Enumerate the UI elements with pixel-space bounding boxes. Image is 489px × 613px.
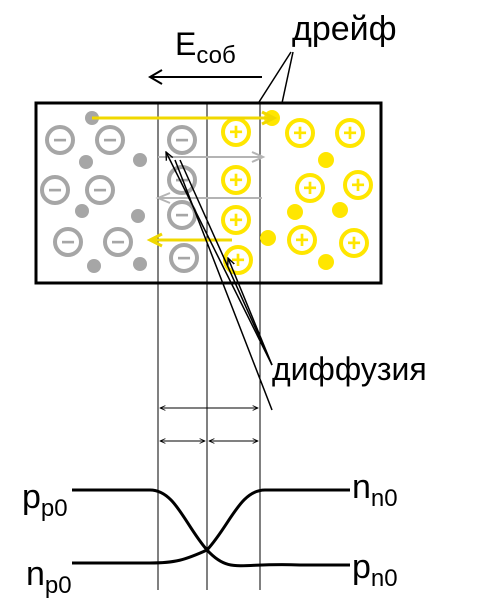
drift-arrows <box>92 110 278 248</box>
drift-label: дрейф <box>292 10 397 48</box>
positive-donor-ion: + <box>221 165 251 195</box>
svg-text:+: + <box>343 120 357 147</box>
hole <box>133 153 147 167</box>
nn0-label: nn0 <box>352 468 398 512</box>
positive-donor-ion: + <box>221 205 251 235</box>
negative-acceptor-ion: − <box>45 125 75 155</box>
svg-text:+: + <box>229 119 243 146</box>
negative-acceptor-ion: − <box>169 243 199 273</box>
positive-donor-ion: + <box>295 173 325 203</box>
concentration-curves <box>72 488 350 568</box>
svg-text:−: − <box>61 229 75 256</box>
electron <box>287 204 303 220</box>
negative-acceptor-ion: − <box>85 175 115 205</box>
svg-text:+: + <box>293 120 307 147</box>
negative-acceptor-ion: − <box>40 175 70 205</box>
svg-text:−: − <box>103 127 117 154</box>
diffusion-label: диффузия <box>272 351 427 387</box>
hole <box>75 204 89 218</box>
negative-acceptor-ion: − <box>167 200 197 230</box>
hole <box>133 257 147 271</box>
electron <box>260 230 276 246</box>
negative-acceptor-ion: − <box>167 165 197 195</box>
svg-text:−: − <box>53 127 67 154</box>
negative-acceptor-ion: − <box>103 227 133 257</box>
hole <box>79 155 93 169</box>
svg-text:+: + <box>347 230 361 257</box>
hole <box>131 209 145 223</box>
svg-text:−: − <box>175 202 189 229</box>
n-region-ions: + + + + + + + + + + <box>221 117 373 275</box>
electron <box>332 202 348 218</box>
negative-acceptor-ion: − <box>53 227 83 257</box>
electron <box>318 152 334 168</box>
field-label: Eсоб <box>175 26 236 69</box>
diffusion-arrows <box>155 151 266 204</box>
svg-text:+: + <box>229 167 243 194</box>
svg-text:+: + <box>231 247 245 274</box>
negative-acceptor-ion: − <box>95 125 125 155</box>
svg-text:−: − <box>177 245 191 272</box>
depletion-width-markers <box>160 408 258 441</box>
negative-acceptor-ion: − <box>167 125 197 155</box>
svg-text:−: − <box>175 127 189 154</box>
svg-text:+: + <box>295 227 309 254</box>
positive-donor-ion: + <box>339 228 369 258</box>
pn0-label: pn0 <box>352 548 398 592</box>
svg-text:+: + <box>303 175 317 202</box>
electron <box>318 254 334 270</box>
np0-label: np0 <box>26 555 72 599</box>
positive-donor-ion: + <box>343 170 373 200</box>
svg-text:+: + <box>351 172 365 199</box>
positive-donor-ion: + <box>335 118 365 148</box>
svg-text:−: − <box>111 229 125 256</box>
positive-donor-ion: + <box>221 117 251 147</box>
carriers <box>75 110 348 273</box>
p-region-ions: −−−−−−−−−− <box>40 125 199 273</box>
pp0-label: pp0 <box>22 478 68 522</box>
diffusion-pointers <box>166 152 273 411</box>
field-arrowhead <box>148 69 163 85</box>
svg-text:−: − <box>48 177 62 204</box>
positive-donor-ion: + <box>287 225 317 255</box>
hole <box>87 259 101 273</box>
svg-text:−: − <box>93 177 107 204</box>
svg-text:+: + <box>229 207 243 234</box>
positive-donor-ion: + <box>285 118 315 148</box>
